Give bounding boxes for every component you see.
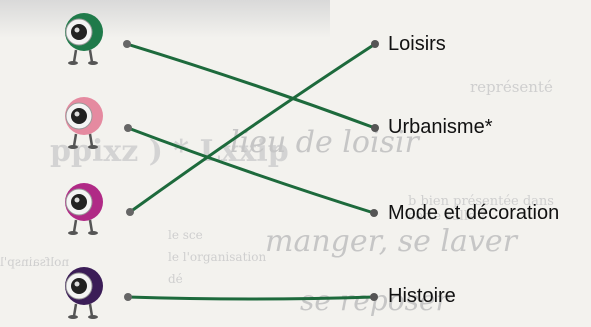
match-line-1 bbox=[125, 42, 377, 130]
label-urbanisme: Urbanisme* bbox=[388, 116, 493, 138]
top-shading bbox=[0, 0, 330, 38]
background-text-side-2: le l'organisation bbox=[168, 250, 267, 264]
left-dot-3 bbox=[126, 208, 134, 216]
mascot-2 bbox=[60, 92, 110, 152]
left-dot-4 bbox=[124, 293, 132, 301]
right-dot-3 bbox=[370, 209, 378, 217]
right-dot-4 bbox=[370, 293, 378, 301]
match-line-3 bbox=[128, 42, 377, 214]
webcam-mascot-icon bbox=[65, 267, 103, 319]
match-line-4 bbox=[126, 295, 376, 301]
mascot-1 bbox=[60, 8, 110, 68]
mascot-4 bbox=[60, 262, 110, 322]
webcam-mascot-icon bbox=[65, 13, 103, 65]
handwritten-line-2: manger, se laver bbox=[265, 224, 517, 259]
left-dot-2 bbox=[124, 124, 132, 132]
label-mode-et-decoration: Mode et décoration bbox=[388, 202, 560, 224]
background-text-side-1: le sce bbox=[168, 228, 203, 242]
right-dot-2 bbox=[371, 124, 379, 132]
webcam-mascot-icon bbox=[65, 183, 103, 235]
right-dot-1 bbox=[371, 40, 379, 48]
label-histoire: Histoire bbox=[388, 285, 456, 307]
label-loisirs: Loisirs bbox=[388, 33, 446, 55]
background-text-side-3: dé bbox=[168, 272, 183, 286]
handwritten-line-1: lieu de loisir bbox=[230, 125, 419, 160]
mascot-3 bbox=[60, 178, 110, 238]
match-line-2 bbox=[126, 126, 376, 215]
background-text-represente: représenté bbox=[470, 78, 553, 96]
webcam-mascot-icon bbox=[65, 97, 103, 149]
left-dot-1 bbox=[123, 40, 131, 48]
background-text-sentence: b bien présentée dans cette salle ? bbox=[408, 194, 554, 224]
